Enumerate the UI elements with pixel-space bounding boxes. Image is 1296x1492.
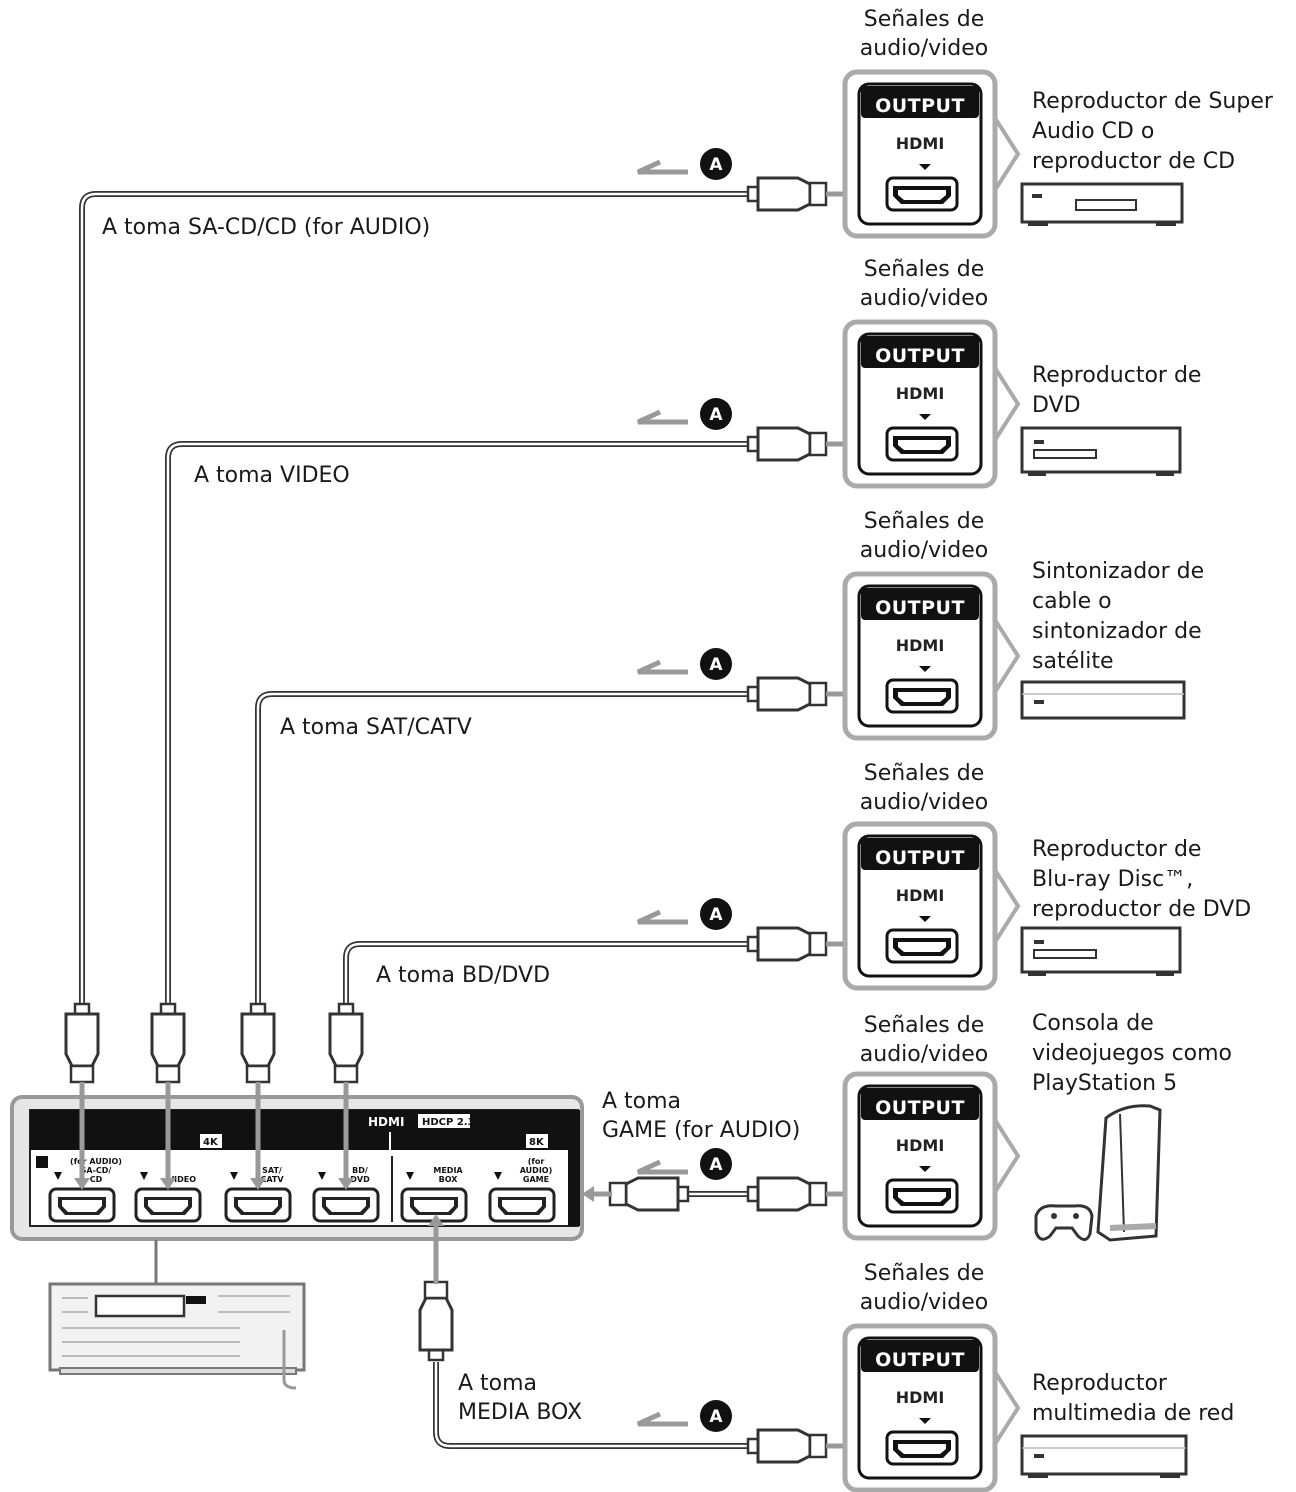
badge-letter: A [709,905,723,925]
jack-label: A toma SAT/CATV [280,715,472,740]
jack-label: A toma BD/DVD [376,963,550,988]
receiver-4k-label: 4K [203,1137,219,1148]
hdmi-port-label: HDMI [896,384,945,403]
receiver-hdmi-socket[interactable] [312,1187,380,1223]
game-console-icon [1034,1104,1162,1242]
sacd-player-icon [1020,182,1184,226]
signal-direction-arrow-icon [636,1411,688,1427]
receiver-hdmi-socket[interactable] [488,1187,556,1223]
hdmi-port-label: HDMI [896,1136,945,1155]
hdmi-plug [746,1428,828,1464]
signal-direction-arrow-icon [636,659,688,675]
hdmi-port-label: HDMI [896,886,945,905]
receiver-8k-label: 8K [529,1137,545,1148]
receiver-hdmi-socket[interactable] [400,1187,468,1223]
hdmi-plug [240,1002,276,1084]
hdmi-plug [746,676,828,712]
output-label: OUTPUT [875,95,965,117]
hdmi-port-label: HDMI [896,1388,945,1407]
receiver-hdmi-title: HDMI [368,1115,404,1129]
hdmi-plug [328,1002,364,1084]
hdmi-plug [150,1002,186,1084]
output-label: OUTPUT [875,345,965,367]
hdmi-plug [746,176,828,212]
av-receiver-illustration [48,1240,306,1390]
badge-letter: A [709,1155,723,1175]
receiver-port-label: (for AUDIO)SA-CD/CD [70,1157,122,1184]
receiver-hdmi-socket[interactable] [224,1187,292,1223]
receiver-port-label: SAT/CATV [260,1166,284,1184]
signal-direction-arrow-icon [636,909,688,925]
jack-label: A toma SA-CD/CD (for AUDIO) [102,215,430,240]
hdmi-plug [746,426,828,462]
output-label: OUTPUT [875,1097,965,1119]
signal-direction-arrow-icon [636,159,688,175]
badge-letter: A [709,405,723,425]
satellite-tuner-icon [1020,680,1186,720]
badge-letter: A [709,155,723,175]
dvd-player-icon [1020,426,1182,476]
signal-direction-arrow-icon [636,1159,688,1175]
socket-arrow-icon [230,1172,238,1180]
hdmi-port-label: HDMI [896,134,945,153]
socket-arrow-icon [406,1172,414,1180]
socket-arrow-icon [494,1172,502,1180]
signal-direction-arrow-icon [636,409,688,425]
network-media-player-icon [1020,1434,1188,1478]
hdmi-plug [746,1176,828,1212]
output-label: OUTPUT [875,1349,965,1371]
hdmi-plug [608,1176,690,1212]
hdmi-port-label: HDMI [896,636,945,655]
hdmi-plug [418,1280,454,1362]
hdmi-plug [64,1002,100,1084]
badge-letter: A [709,1407,723,1427]
bluray-player-icon [1020,926,1182,976]
receiver-hdmi-socket[interactable] [48,1187,116,1223]
receiver-hdmi-panel: HDMI HDCP 2.3 4K 8K (for AUDIO)SA-CD/CD V… [10,1095,584,1241]
jack-label: A toma VIDEO [194,463,350,488]
socket-arrow-icon [140,1172,148,1180]
output-label: OUTPUT [875,847,965,869]
socket-arrow-icon [54,1172,62,1180]
output-label: OUTPUT [875,597,965,619]
device-illustrations [1020,182,1188,1478]
hdmi-cables: A A A A A A [64,148,884,1464]
receiver-port-label: BD/DVD [350,1166,370,1184]
socket-arrow-icon [318,1172,326,1180]
receiver-hdmi-socket[interactable] [134,1187,202,1223]
badge-letter: A [709,655,723,675]
hdmi-plug [746,926,828,962]
receiver-hdcp-label: HDCP 2.3 [422,1117,475,1128]
receiver-port-label: VIDEO [168,1175,196,1184]
